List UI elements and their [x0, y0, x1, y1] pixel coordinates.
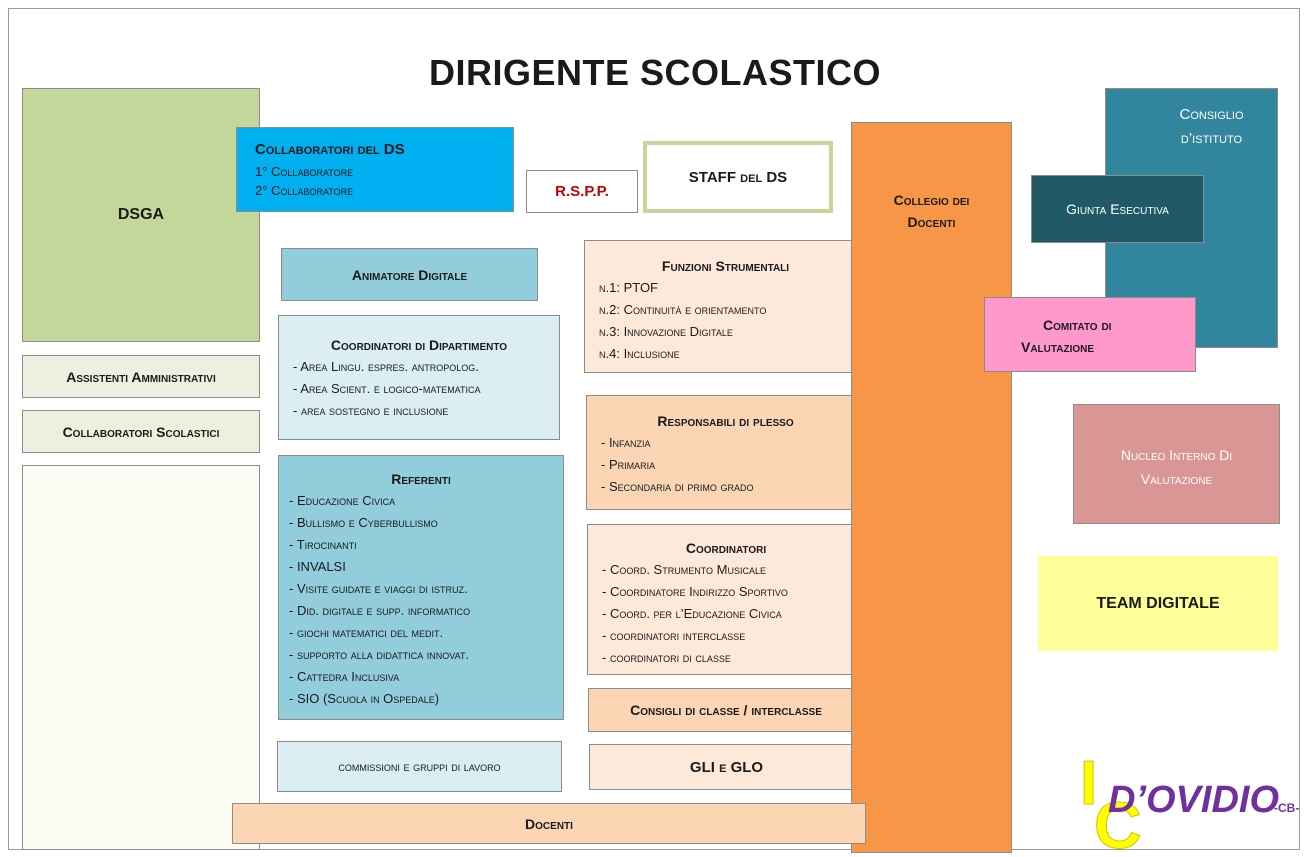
referenti-item: - Bullismo e Cyberbullismo [289, 515, 438, 530]
coordinatori-box: Coordinatori - Coord. Strumento Musicale… [587, 524, 865, 675]
referenti-item: - INVALSI [289, 559, 346, 574]
nucleo-label-line2: Valutazione [1140, 471, 1213, 487]
funzioni-strumentali-item: n.3: Innovazione Digitale [599, 324, 733, 339]
collaboratori-scolastici-label: Collaboratori Scolastici [62, 423, 220, 440]
staff-label-main: STAFF [688, 168, 737, 186]
collaboratori-ds-heading: Collaboratori del DS [255, 141, 405, 158]
responsabili-plesso-box: Responsabili di plesso - Infanzia - Prim… [586, 395, 865, 510]
responsabili-plesso-item: - Secondaria di primo grado [601, 479, 754, 494]
collaboratori-ds-item: 2° Collaboratore [255, 183, 354, 198]
school-logo: I C D’OVIDIO -CB- [1078, 749, 1308, 857]
school-logo-graphic: I C D’OVIDIO -CB- [1080, 749, 1300, 857]
staff-box: STAFF del DS [643, 141, 833, 213]
gli-glo-label: GLI e GLO [689, 758, 764, 776]
collaboratori-ds-box: Collaboratori del DS 1° Collaboratore 2°… [236, 127, 514, 212]
coordinatori-item: - coordinatori interclasse [602, 628, 746, 643]
funzioni-strumentali-item: n.2: Continuità e orientamento [599, 302, 767, 317]
svg-text:D’OVIDIO: D’OVIDIO [1108, 779, 1279, 821]
collegio-label-line2: Docenti [907, 214, 956, 230]
collaboratori-ds-item: 1° Collaboratore [255, 164, 354, 179]
coordinatori-heading: Coordinatori [685, 540, 767, 556]
nucleo-label-line1: Nucleo Interno Di [1120, 447, 1233, 463]
collaboratori-scolastici-box: Collaboratori Scolastici [22, 410, 260, 453]
coordinatori-item: - coordinatori di classe [602, 650, 731, 665]
responsabili-plesso-heading: Responsabili di plesso [657, 413, 794, 429]
funzioni-strumentali-heading: Funzioni Strumentali [661, 258, 790, 274]
referenti-item: - Visite guidate e viaggi di istruz. [289, 581, 468, 596]
rspp-box: R.S.P.P. [526, 170, 638, 213]
team-digitale-box: TEAM DIGITALE [1038, 556, 1278, 651]
dsga-box: DSGA [22, 88, 260, 342]
responsabili-plesso-item: - Primaria [601, 457, 656, 472]
collegio-label-line1: Collegio dei [893, 192, 970, 208]
referenti-item: - Educazione Civica [289, 493, 396, 508]
assistenti-label: Assistenti Amministrativi [66, 368, 216, 385]
docenti-label: Docenti [525, 815, 573, 832]
empty-panel [22, 465, 260, 850]
referenti-heading: Referenti [391, 471, 451, 487]
comitato-box: Comitato di Valutazione [984, 297, 1196, 372]
coordinatori-item: - Coord. per l’Educazione Civica [602, 606, 782, 621]
svg-text:I: I [1080, 752, 1097, 818]
svg-text:C: C [1094, 788, 1142, 852]
coordinatori-dipartimento-item: - Area Scient. e logico-matematica [293, 381, 481, 396]
funzioni-strumentali-item: n.1: PTOF [599, 280, 658, 295]
coordinatori-dipartimento-item: - area sostegno e inclusione [293, 403, 449, 418]
referenti-item: - Did. digitale e supp. informatico [289, 603, 471, 618]
commissioni-label: commissioni e gruppi di lavoro [338, 759, 501, 774]
commissioni-box: commissioni e gruppi di lavoro [277, 741, 562, 792]
staff-label-rest: del DS [736, 168, 788, 186]
comitato-label-line2: Valutazione [1021, 339, 1095, 355]
assistenti-box: Assistenti Amministrativi [22, 355, 260, 398]
coordinatori-item: - Coordinatore Indirizzo Sportivo [602, 584, 788, 599]
diagram-frame [8, 8, 1300, 850]
coordinatori-dipartimento-heading: Coordinatori di Dipartimento [330, 337, 508, 353]
rspp-label: R.S.P.P. [555, 183, 609, 200]
funzioni-strumentali-item: n.4: Inclusione [599, 346, 680, 361]
dsga-label: DSGA [117, 206, 165, 223]
responsabili-plesso-item: - Infanzia [601, 435, 651, 450]
animatore-box: Animatore Digitale [281, 248, 538, 301]
funzioni-strumentali-box: Funzioni Strumentali n.1: PTOF n.2: Cont… [584, 240, 867, 373]
collegio-box: Collegio dei Docenti [851, 122, 1012, 853]
svg-text:-CB-: -CB- [1274, 801, 1299, 815]
nucleo-box: Nucleo Interno Di Valutazione [1073, 404, 1280, 524]
giunta-label: Giunta Esecutiva [1066, 201, 1169, 217]
team-digitale-label: TEAM DIGITALE [1096, 594, 1220, 612]
referenti-item: - SIO (Scuola in Ospedale) [289, 691, 440, 706]
page-title: DIRIGENTE SCOLASTICO [428, 52, 882, 93]
referenti-item: - Cattedra Inclusiva [289, 669, 400, 684]
gli-glo-box: GLI e GLO [589, 744, 864, 790]
consigli-classe-box: Consigli di classe / interclasse [588, 688, 864, 732]
consiglio-istituto-label-line1: Consiglio [1179, 106, 1244, 123]
docenti-box: Docenti [232, 803, 866, 844]
coordinatori-dipartimento-item: - Area Lingu. espres. antropolog. [293, 359, 479, 374]
consiglio-istituto-label-line2: d’istituto [1180, 130, 1243, 147]
referenti-item: - Tirocinanti [289, 537, 357, 552]
referenti-box: Referenti - Educazione Civica - Bullismo… [278, 455, 564, 720]
coordinatori-dipartimento-box: Coordinatori di Dipartimento - Area Ling… [278, 315, 560, 440]
comitato-label-line1: Comitato di [1043, 317, 1112, 333]
coordinatori-item: - Coord. Strumento Musicale [602, 562, 767, 577]
animatore-label: Animatore Digitale [351, 266, 468, 283]
giunta-box: Giunta Esecutiva [1031, 175, 1204, 243]
referenti-item: - giochi matematici del medit. [289, 625, 444, 640]
consigli-classe-label: Consigli di classe / interclasse [630, 702, 822, 718]
referenti-item: - supporto alla didattica innovat. [289, 647, 470, 662]
